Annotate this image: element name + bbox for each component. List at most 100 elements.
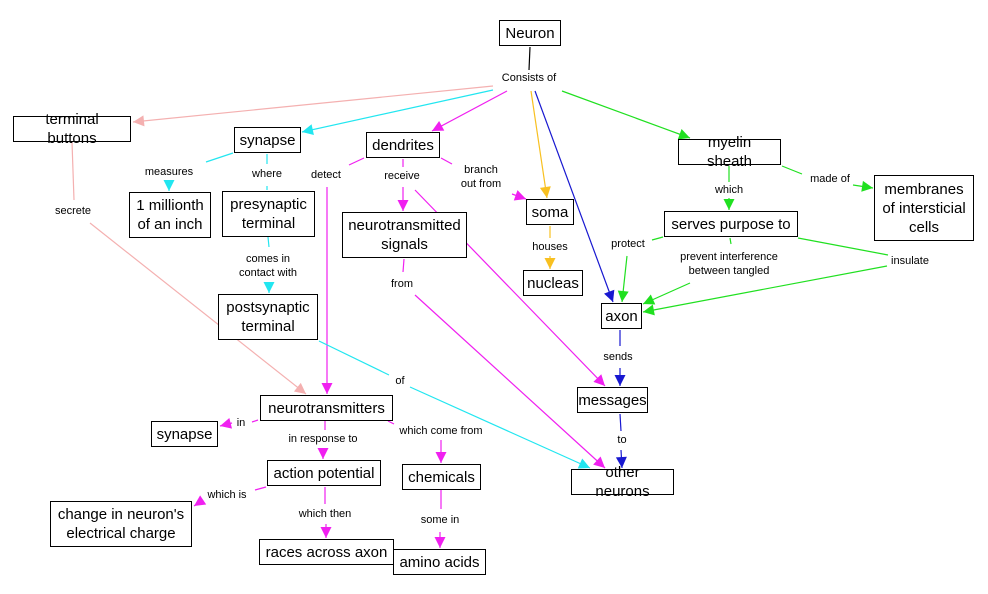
- link-label-where[interactable]: where: [250, 167, 284, 181]
- link-label-comes-in-contact-with[interactable]: comes in contact with: [236, 252, 300, 280]
- edge-consists-soma-arrowhead-icon: [539, 186, 551, 198]
- node-chemicals[interactable]: chemicals: [402, 464, 481, 490]
- node-dendrites[interactable]: dendrites: [366, 132, 440, 158]
- node-change-electrical-charge[interactable]: change in neuron's electrical charge: [50, 501, 192, 547]
- link-label-insulate[interactable]: insulate: [889, 254, 931, 268]
- edge-secrete-neurotransmitters-arrowhead-icon: [293, 382, 306, 394]
- link-label-in-response-to[interactable]: in response to: [286, 432, 360, 446]
- edge-consists-terminal-buttons-line: [132, 85, 494, 123]
- edge-receive-signals-arrowhead-icon: [397, 200, 409, 211]
- edge-presynaptic-comes-line: [267, 236, 270, 248]
- edge-whichthen-races-arrowhead-icon: [320, 527, 332, 538]
- node-postsynaptic-terminal[interactable]: postsynaptic terminal: [218, 294, 318, 340]
- edge-dendrites-detect: [348, 157, 365, 166]
- edge-consists-soma-line: [530, 90, 548, 199]
- edge-from-other-neurons-arrowhead-icon: [593, 456, 605, 468]
- edge-whichis-change: [193, 495, 207, 507]
- node-neurotransmitted-signals[interactable]: neurotransmitted signals: [342, 212, 467, 258]
- node-neuron[interactable]: Neuron: [499, 20, 561, 46]
- link-label-secrete[interactable]: secrete: [52, 204, 94, 218]
- node-action-potential[interactable]: action potential: [267, 460, 381, 486]
- edge-of-other-neurons-arrowhead-icon: [577, 458, 590, 469]
- edge-secrete-neurotransmitters-line: [89, 222, 307, 395]
- link-label-branch-out-from[interactable]: branch out from: [458, 163, 504, 191]
- edge-secrete-neurotransmitters: [89, 222, 307, 395]
- link-label-which-come-from[interactable]: which come from: [397, 424, 485, 438]
- link-label-which-is[interactable]: which is: [205, 488, 249, 502]
- edge-sends-messages: [614, 368, 626, 386]
- edge-neurotransmitters-in: [251, 419, 259, 423]
- link-label-which-then[interactable]: which then: [296, 507, 354, 521]
- edge-whichcome-chemicals-arrowhead-icon: [435, 452, 447, 463]
- edge-prevent-axon-arrowhead-icon: [643, 294, 656, 305]
- edge-receive-messages-arrowhead-icon: [593, 374, 605, 386]
- edge-in-synapse: [219, 417, 233, 429]
- edge-to-other-neurons: [615, 449, 627, 469]
- node-serves-purpose-to[interactable]: serves purpose to: [664, 211, 798, 237]
- edge-consists-axon: [534, 90, 615, 303]
- edge-which-serves-arrowhead-icon: [723, 199, 735, 210]
- node-messages[interactable]: messages: [577, 387, 648, 413]
- link-label-in[interactable]: in: [234, 416, 248, 430]
- node-other-neurons[interactable]: other neurons: [571, 464, 674, 500]
- link-label-protect[interactable]: protect: [609, 237, 647, 251]
- node-presynaptic-terminal[interactable]: presynaptic terminal: [222, 191, 315, 237]
- node-soma[interactable]: soma: [526, 199, 574, 225]
- link-label-prevent-interference[interactable]: prevent interference between tangled: [678, 250, 780, 278]
- edge-whichis-change-arrowhead-icon: [194, 495, 207, 506]
- edge-presynaptic-comes: [267, 236, 270, 248]
- edge-terminal-secrete-line: [71, 141, 75, 201]
- link-label-to[interactable]: to: [615, 433, 629, 447]
- node-nucleas[interactable]: nucleas: [523, 270, 583, 296]
- edge-consists-synapse-arrowhead-icon: [302, 124, 314, 136]
- node-synapse[interactable]: synapse: [234, 127, 301, 153]
- edge-sends-messages-arrowhead-icon: [614, 375, 626, 386]
- edge-postsynaptic-of: [318, 340, 390, 376]
- edge-serves-prevent: [729, 237, 732, 245]
- node-races-across-axon[interactable]: races across axon: [259, 539, 394, 565]
- edge-insulate-axon: [642, 265, 888, 316]
- edge-consists-myelin-line: [561, 90, 691, 139]
- edge-serves-insulate: [797, 237, 889, 256]
- node-synapse-2[interactable]: synapse: [151, 421, 218, 447]
- node-axon[interactable]: axon: [601, 303, 642, 329]
- edge-consists-synapse: [301, 89, 494, 136]
- link-label-some-in[interactable]: some in: [418, 513, 462, 527]
- edge-whichthen-races: [320, 524, 332, 538]
- edge-terminal-secrete: [71, 141, 75, 201]
- edge-postsynaptic-of-line: [318, 340, 390, 376]
- edge-consists-soma: [530, 90, 551, 199]
- edge-comes-postsynaptic-arrowhead-icon: [263, 282, 275, 293]
- node-one-millionth-inch[interactable]: 1 millionth of an inch: [129, 192, 211, 238]
- edge-messages-to: [619, 413, 622, 432]
- edge-messages-to-line: [619, 413, 622, 432]
- edge-signals-from: [402, 258, 405, 273]
- link-label-made-of[interactable]: made of: [808, 172, 852, 186]
- node-myelin-sheath[interactable]: myelin sheath: [678, 134, 781, 170]
- edge-response-action: [317, 448, 329, 459]
- edge-consists-terminal-buttons-arrowhead-icon: [133, 115, 145, 127]
- edge-consists-synapse-line: [301, 89, 494, 133]
- link-label-sends[interactable]: sends: [601, 350, 635, 364]
- link-label-houses[interactable]: houses: [530, 240, 570, 254]
- edge-prevent-axon: [642, 282, 691, 305]
- link-label-receive[interactable]: receive: [382, 169, 422, 183]
- edge-consists-axon-arrowhead-icon: [604, 289, 615, 302]
- node-neurotransmitters[interactable]: neurotransmitters: [260, 395, 393, 421]
- edge-detect-neurotransmitters: [321, 187, 333, 394]
- edge-branch-soma-arrowhead-icon: [513, 190, 526, 201]
- link-label-consists-of[interactable]: Consists of: [499, 71, 559, 85]
- node-membranes-intersticial-cells[interactable]: membranes of intersticial cells: [874, 175, 974, 241]
- edge-synapse-measures-line: [205, 152, 234, 163]
- edge-serves-protect: [651, 236, 664, 241]
- link-label-detect[interactable]: detect: [309, 168, 343, 182]
- node-amino-acids[interactable]: amino acids: [393, 549, 486, 575]
- edge-myelin-madeof-line: [781, 165, 803, 175]
- link-label-from[interactable]: from: [389, 277, 415, 291]
- node-terminal-buttons[interactable]: terminal buttons: [13, 111, 131, 147]
- edge-protect-axon: [617, 255, 629, 303]
- link-label-measures[interactable]: measures: [142, 165, 196, 179]
- link-label-which[interactable]: which: [712, 183, 746, 197]
- link-label-of[interactable]: of: [393, 374, 407, 388]
- edge-consists-myelin-arrowhead-icon: [677, 129, 690, 140]
